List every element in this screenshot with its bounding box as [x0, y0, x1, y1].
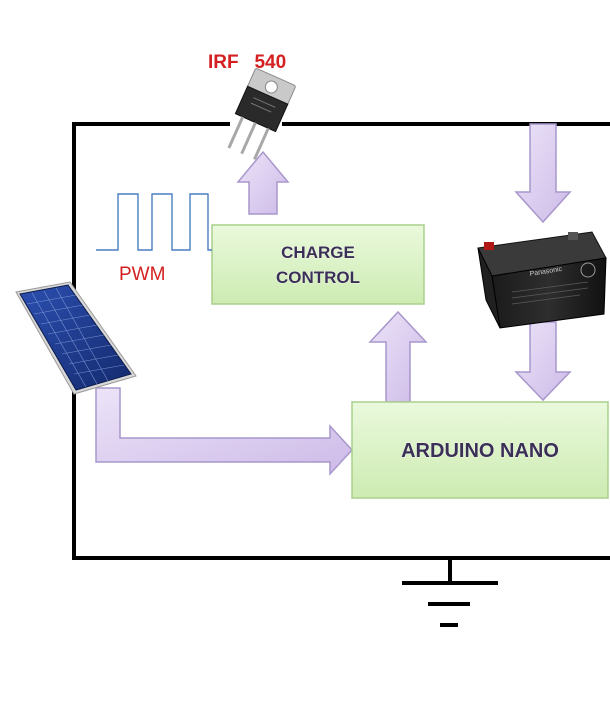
charge-control-block: CHARGE CONTROL — [211, 224, 425, 305]
ground-symbol — [402, 581, 498, 627]
arrow-panel-to-arduino — [95, 387, 354, 476]
pwm-label: PWM — [119, 264, 165, 285]
arrow-battery-to-arduino — [514, 321, 572, 402]
charge-control-label-line1: CHARGE — [281, 243, 355, 262]
charge-control-label-line2: CONTROL — [276, 268, 360, 287]
solar-panel-icon — [15, 281, 137, 395]
mosfet-label: IRF 540 — [208, 52, 286, 73]
arduino-nano-label: ARDUINO NANO — [401, 440, 559, 462]
arrow-to-mosfet — [236, 150, 290, 215]
pwm-waveform — [96, 193, 212, 251]
battery-icon: Panasonic — [477, 231, 607, 329]
flow-arrows — [95, 123, 572, 476]
arduino-nano-block: ARDUINO NANO — [351, 401, 609, 499]
mosfet-icon — [227, 68, 296, 160]
arrow-arduino-to-charge — [368, 310, 428, 403]
arrow-to-battery — [514, 123, 572, 224]
